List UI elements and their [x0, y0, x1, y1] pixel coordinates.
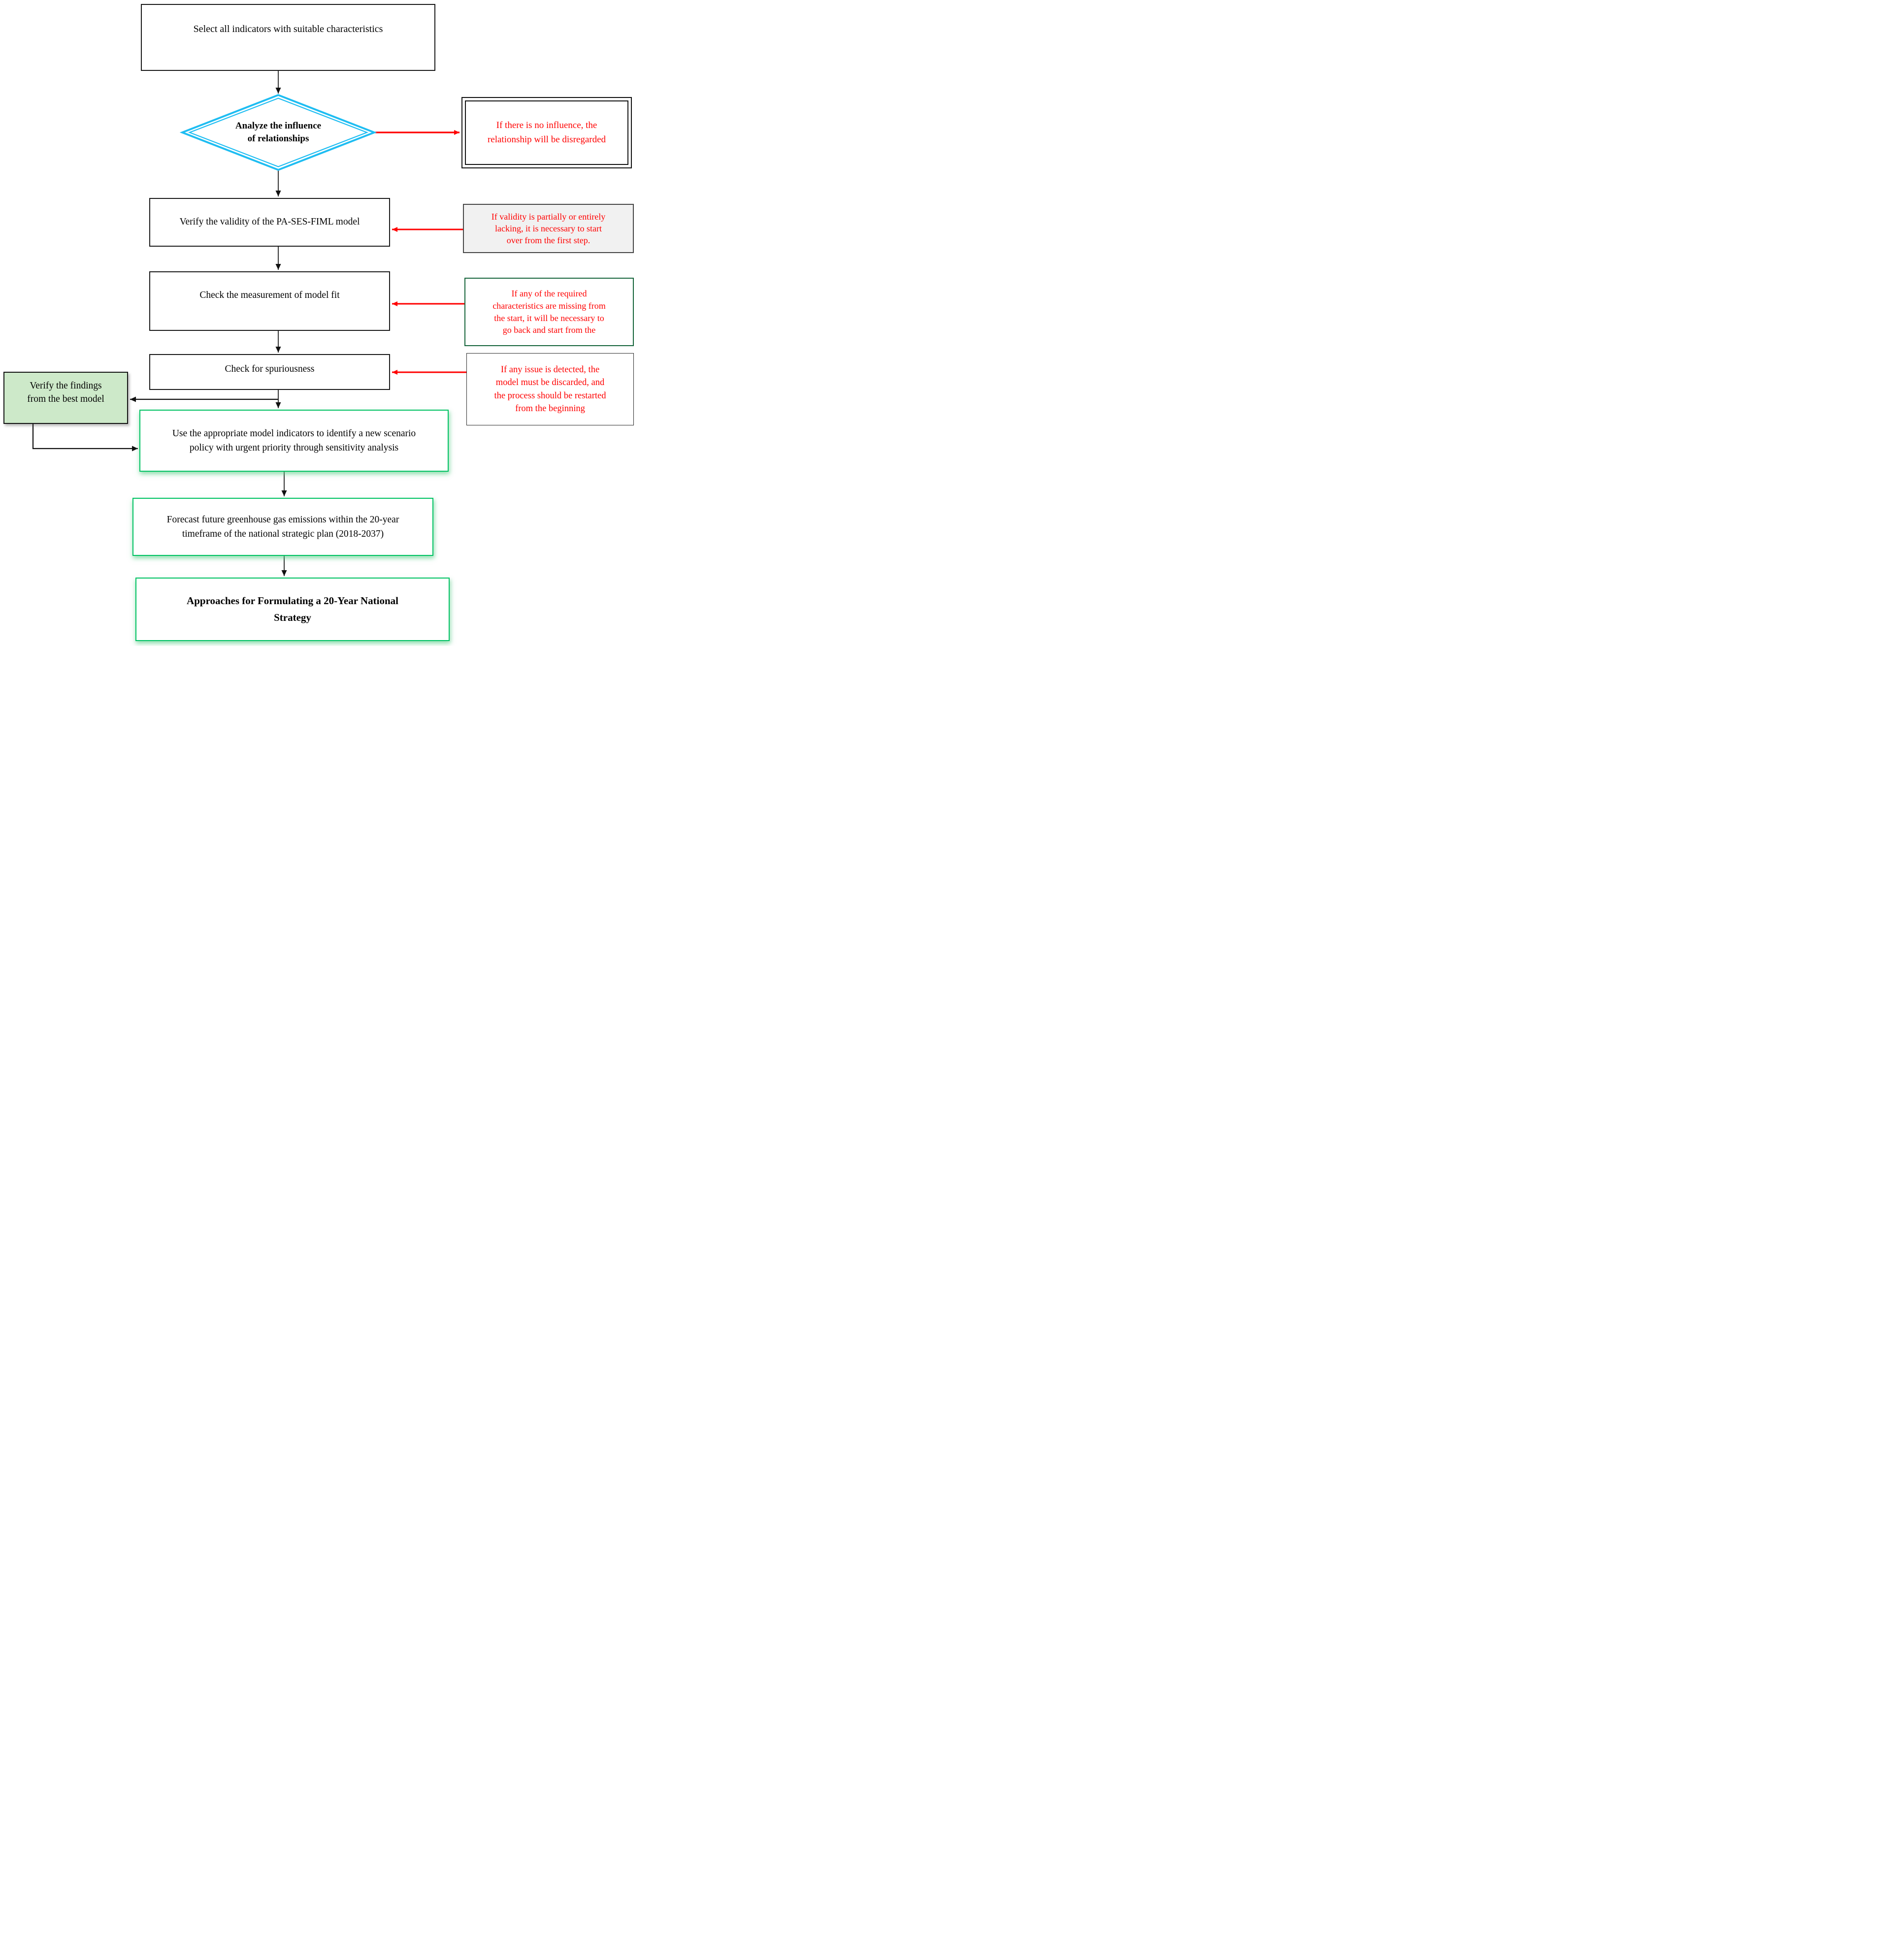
annotation-issue-detected: If any issue is detected, the model must…: [466, 353, 634, 425]
node-check-model-fit: Check the measurement of model fit: [149, 271, 390, 331]
flowchart-canvas: Select all indicators with suitable char…: [0, 0, 635, 646]
node-forecast-emissions-line2: timeframe of the national strategic plan…: [182, 529, 384, 539]
node-approaches-strategy-line1: Approaches for Formulating a 20-Year Nat…: [187, 594, 398, 607]
node-use-indicators: Use the appropriate model indicators to …: [139, 410, 449, 472]
node-check-spuriousness: Check for spuriousness: [149, 354, 390, 390]
node-check-model-fit-label: Check the measurement of model fit: [199, 290, 340, 301]
annotation-validity-lacking: If validity is partially or entirely lac…: [463, 204, 634, 253]
node-forecast-emissions: Forecast future greenhouse gas emissions…: [132, 498, 433, 556]
decision-diamond-shape: [179, 94, 377, 171]
node-verify-findings-line2: from the best model: [27, 394, 104, 404]
node-verify-validity-label: Verify the validity of the PA-SES-FIML m…: [179, 217, 360, 227]
arrow-findings-to-use: [32, 424, 138, 452]
decision-diamond-inner-outline: [188, 97, 369, 167]
node-analyze-influence: Analyze the influence of relationships: [204, 117, 352, 148]
node-analyze-influence-line1: Analyze the influence: [235, 121, 322, 131]
annotation-missing-characteristics-line1: If any of the required: [511, 288, 587, 298]
annotation-issue-detected-line3: the process should be restarted: [494, 390, 606, 401]
node-use-indicators-line2: policy with urgent priority through sens…: [189, 443, 399, 453]
annotation-issue-detected-line1: If any issue is detected, the: [500, 364, 600, 375]
node-use-indicators-line1: Use the appropriate model indicators to …: [172, 428, 416, 439]
annotation-missing-characteristics-line4: go back and start from the: [502, 325, 596, 335]
node-verify-validity: Verify the validity of the PA-SES-FIML m…: [149, 198, 390, 247]
annotation-missing-characteristics: If any of the required characteristics a…: [464, 278, 634, 346]
connector-layer: [32, 71, 467, 576]
annotation-validity-lacking-line1: If validity is partially or entirely: [491, 211, 606, 222]
node-verify-findings-line1: Verify the findings: [30, 380, 102, 391]
node-select-indicators: Select all indicators with suitable char…: [141, 4, 435, 71]
annotation-missing-characteristics-line2: characteristics are missing from: [492, 300, 606, 311]
annotation-no-influence-line2: relationship will be disregarded: [487, 134, 606, 145]
node-approaches-strategy: Approaches for Formulating a 20-Year Nat…: [135, 578, 450, 641]
node-analyze-influence-line2: of relationships: [247, 133, 309, 144]
node-select-indicators-label: Select all indicators with suitable char…: [193, 23, 383, 34]
node-check-spuriousness-label: Check for spuriousness: [225, 364, 315, 375]
node-verify-findings: Verify the findings from the best model: [3, 372, 128, 424]
annotation-issue-detected-line2: model must be discarded, and: [495, 378, 605, 388]
annotation-no-influence: If there is no influence, the relationsh…: [461, 97, 632, 168]
node-approaches-strategy-line2: Strategy: [274, 611, 311, 623]
annotation-validity-lacking-line2: lacking, it is necessary to start: [495, 223, 602, 233]
node-forecast-emissions-line1: Forecast future greenhouse gas emissions…: [166, 514, 399, 525]
annotation-validity-lacking-line3: over from the first step.: [506, 235, 591, 246]
annotation-no-influence-line1: If there is no influence, the: [496, 120, 597, 130]
annotation-issue-detected-line4: from the beginning: [515, 403, 585, 414]
annotation-missing-characteristics-line3: the start, it will be necessary to: [494, 313, 604, 323]
